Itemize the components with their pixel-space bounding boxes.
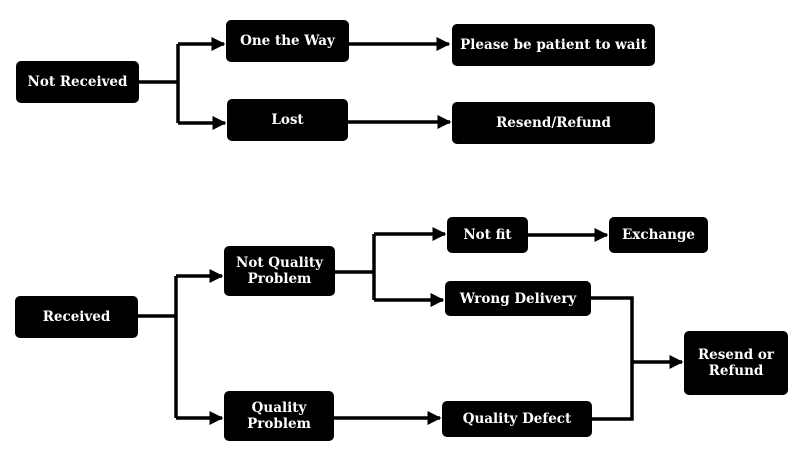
node-on-the-way: One the Way bbox=[226, 20, 349, 62]
node-exchange: Exchange bbox=[609, 217, 708, 253]
node-not-quality-problem: Not Quality Problem bbox=[224, 246, 335, 296]
node-quality-defect: Quality Defect bbox=[442, 401, 592, 437]
node-lost: Lost bbox=[227, 99, 348, 141]
node-not-received: Not Received bbox=[16, 61, 139, 103]
node-received: Received bbox=[15, 296, 138, 338]
node-quality-problem: Quality Problem bbox=[224, 391, 334, 441]
connector-quality-defect-out bbox=[592, 362, 634, 421]
node-wrong-delivery: Wrong Delivery bbox=[445, 281, 591, 316]
node-not-fit: Not fit bbox=[447, 217, 528, 253]
node-resend-refund: Resend/Refund bbox=[452, 102, 655, 144]
node-resend-or-refund: Resend or Refund bbox=[684, 331, 788, 395]
connector-wrong-delivery-out bbox=[591, 296, 634, 362]
node-please-wait: Please be patient to wait bbox=[452, 24, 655, 66]
